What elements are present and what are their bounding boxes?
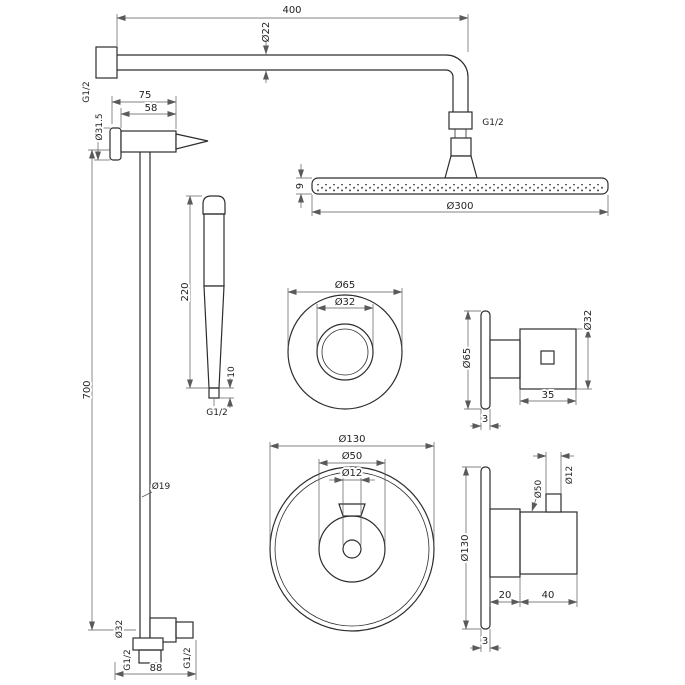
dim-small-side-plate-thickness: 3 [482, 414, 488, 425]
dim-large-side-handle-dia: Ø50 [533, 479, 544, 498]
arm-outer-profile [117, 54, 469, 112]
dim-small-side-plate-dia: Ø65 [461, 348, 473, 369]
diverter-pointer [175, 133, 209, 150]
dim-handshower-length: 220 [180, 282, 191, 301]
dim-large-side-plate-dia: Ø130 [459, 535, 471, 562]
rail-top-flange [109, 127, 122, 161]
large-valve-side-handle [519, 511, 578, 575]
riser-rail-assembly: 75 58 Ø31.5 700 Ø19 Ø32 G1/2 G1/2 88 [80, 88, 209, 680]
label-arm-outlet-thread: G1/2 [482, 118, 503, 128]
dim-arm-length: 400 [282, 5, 301, 16]
small-valve-handle-circle [316, 323, 374, 381]
rail-wall-thread-block [138, 649, 162, 664]
small-valve-handle-inner-circle [321, 328, 369, 376]
dim-large-side-body-depth: 20 [499, 590, 512, 601]
dim-rail-tube-dia: Ø19 [152, 481, 171, 492]
large-valve-side-stem [545, 493, 562, 513]
large-valve-plate-inner-circle [274, 471, 430, 627]
dim-small-front-inner: Ø32 [335, 296, 356, 308]
rail-top-bracket [120, 130, 177, 153]
small-valve-side-handle-center [540, 350, 555, 365]
dim-head-diameter: Ø300 [447, 200, 474, 212]
arm-outlet-thread [448, 111, 473, 130]
dim-small-side-handle-dia: Ø32 [582, 310, 594, 331]
large-valve-plate-circle [269, 466, 435, 632]
small-valve-side-handle [519, 328, 577, 390]
handshower-cap [202, 195, 226, 215]
dim-rail-height: 700 [82, 380, 93, 399]
shower-arm-assembly: 400 Ø22 G1/2 G1/2 [80, 3, 506, 179]
small-valve-side-plate [480, 310, 491, 410]
shower-head: 9 Ø300 [293, 164, 609, 216]
handshower-outlet [208, 387, 220, 399]
rail-outlet-thread [175, 621, 194, 639]
dim-small-front-outer: Ø65 [335, 279, 356, 291]
large-valve-side-view: Ø12 Ø50 Ø130 20 40 3 [457, 452, 578, 652]
dim-bracket-width: 75 [139, 90, 152, 101]
dim-large-side-stem-dia: Ø12 [564, 466, 575, 485]
head-nozzle-face [317, 184, 603, 192]
dim-handshower-outlet: 10 [227, 366, 237, 378]
label-rail-wall-thread: G1/2 [123, 649, 133, 670]
large-valve-front-view: Ø130 Ø50 Ø12 [269, 431, 435, 632]
head-mount-skirt [444, 155, 478, 179]
small-valve-side-view: Ø32 Ø65 35 3 [459, 308, 596, 430]
arm-wall-flange [95, 46, 118, 79]
handshower-face [203, 213, 225, 287]
dim-large-side-plate-thickness: 3 [482, 636, 488, 647]
handshower-handle [203, 285, 225, 389]
large-valve-side-body [489, 508, 521, 578]
dim-arm-diameter: Ø22 [260, 22, 272, 43]
dim-large-front-handle: Ø50 [342, 450, 363, 462]
dim-bracket-depth: 58 [145, 103, 158, 114]
dim-large-front-outer: Ø130 [339, 433, 366, 445]
arm-inner-profile [117, 69, 454, 112]
large-valve-stem-circle [342, 539, 362, 559]
dim-rail-flange-dia: Ø31.5 [94, 113, 105, 140]
large-valve-handle-circle [318, 515, 386, 583]
small-valve-side-body [489, 339, 521, 379]
dim-bottom-width: 88 [150, 663, 163, 674]
dim-large-front-stem: Ø12 [342, 467, 363, 479]
large-valve-side-plate [480, 466, 491, 630]
label-arm-wall-thread: G1/2 [82, 81, 92, 102]
label-handshower-thread: G1/2 [206, 408, 227, 418]
dim-small-side-handle-depth: 35 [542, 390, 555, 401]
label-rail-outlet-thread: G1/2 [183, 647, 193, 668]
small-valve-front-view: Ø65 Ø32 [287, 277, 403, 410]
rail-bottom-flange [132, 637, 164, 651]
dim-bottom-flange-dia: Ø32 [114, 620, 125, 639]
dim-head-thickness: 9 [295, 183, 306, 189]
head-mount-body [450, 137, 472, 157]
dim-large-side-handle-depth: 40 [542, 590, 555, 601]
small-valve-plate-circle [287, 294, 403, 410]
hand-shower: 220 10 G1/2 [178, 195, 239, 420]
